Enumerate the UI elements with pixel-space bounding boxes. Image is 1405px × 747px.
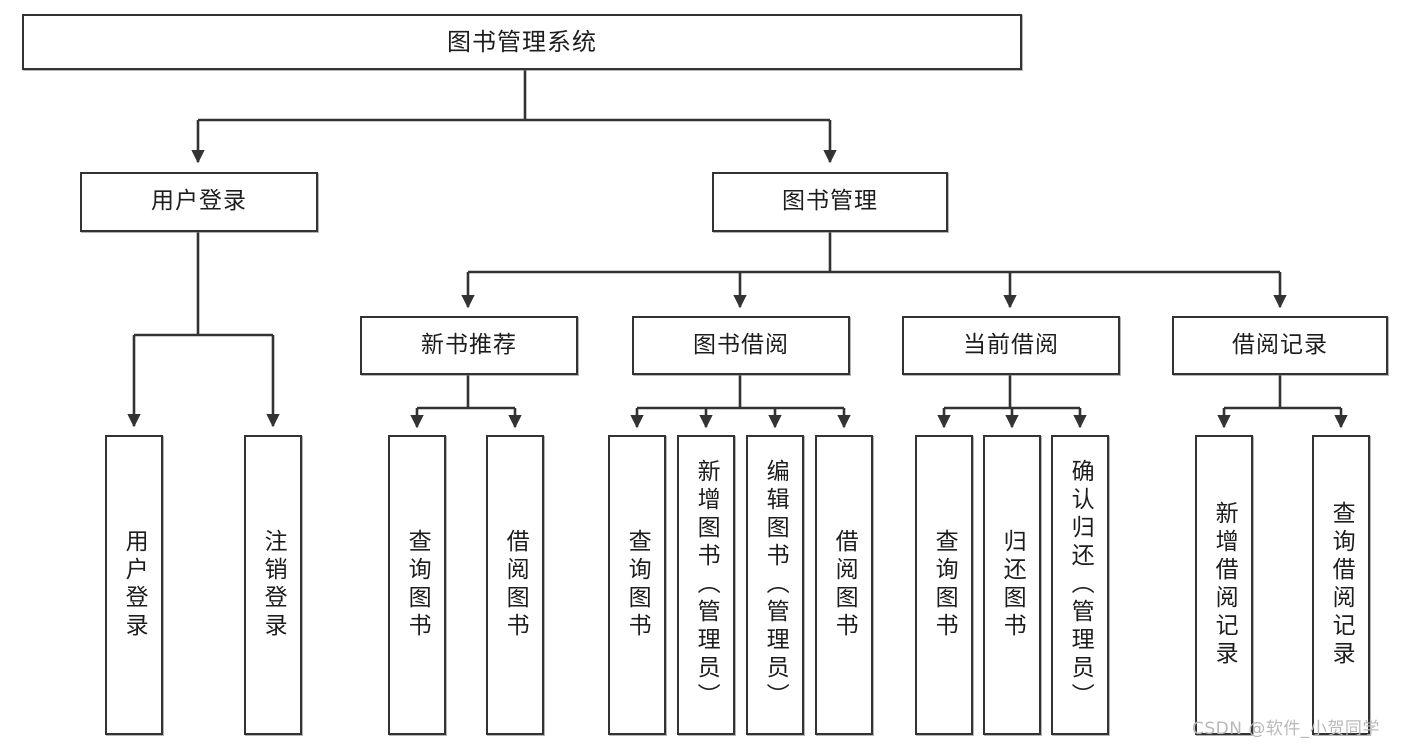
leaf-current-query-book-label: 查询图书 [931,529,958,641]
node-user-login-label: 用户登录 [151,188,247,215]
leaf-current-confirm-return-label: 确认归还（管理员） [1067,459,1094,711]
node-book-management[interactable]: 图书管理 [712,172,948,232]
node-borrow-record[interactable]: 借阅记录 [1172,316,1388,375]
leaf-user-login-signin[interactable]: 用户登录 [105,435,163,735]
leaf-current-return-book[interactable]: 归还图书 [983,435,1041,735]
node-root-system[interactable]: 图书管理系统 [22,14,1022,70]
leaf-record-add[interactable]: 新增借阅记录 [1195,435,1253,735]
node-root-system-label: 图书管理系统 [447,27,597,56]
leaf-borrow-borrow-book[interactable]: 借阅图书 [815,435,873,735]
leaf-current-confirm-return[interactable]: 确认归还（管理员） [1051,435,1109,735]
leaf-current-return-book-label: 归还图书 [999,529,1026,641]
node-book-borrow[interactable]: 图书借阅 [632,316,850,375]
leaf-new-book-borrow[interactable]: 借阅图书 [486,435,544,735]
leaf-borrow-query-book[interactable]: 查询图书 [608,435,666,735]
node-new-book-recommend[interactable]: 新书推荐 [360,316,578,375]
leaf-record-query-label: 查询借阅记录 [1328,501,1355,669]
node-current-borrow[interactable]: 当前借阅 [902,316,1120,375]
leaf-current-query-book[interactable]: 查询图书 [915,435,973,735]
node-book-management-label: 图书管理 [782,188,878,215]
node-user-login[interactable]: 用户登录 [80,172,318,232]
node-new-book-recommend-label: 新书推荐 [421,331,517,358]
node-current-borrow-label: 当前借阅 [963,331,1059,358]
leaf-borrow-edit-book-label: 编辑图书（管理员） [762,459,789,711]
leaf-record-query[interactable]: 查询借阅记录 [1312,435,1370,735]
leaf-new-book-query[interactable]: 查询图书 [388,435,446,735]
csdn-watermark: CSDN @软件_小贺同学 [1192,719,1380,739]
leaf-borrow-query-book-label: 查询图书 [624,529,651,641]
leaf-user-login-signin-label: 用户登录 [121,529,148,641]
leaf-borrow-add-book[interactable]: 新增图书（管理员） [677,435,735,735]
node-borrow-record-label: 借阅记录 [1232,331,1328,358]
leaf-new-book-borrow-label: 借阅图书 [502,529,529,641]
leaf-user-login-signout[interactable]: 注销登录 [244,435,302,735]
leaf-borrow-edit-book[interactable]: 编辑图书（管理员） [746,435,804,735]
leaf-user-login-signout-label: 注销登录 [260,529,287,641]
leaf-borrow-borrow-book-label: 借阅图书 [831,529,858,641]
leaf-borrow-add-book-label: 新增图书（管理员） [693,459,720,711]
leaf-new-book-query-label: 查询图书 [404,529,431,641]
leaf-record-add-label: 新增借阅记录 [1211,501,1238,669]
node-book-borrow-label: 图书借阅 [693,331,789,358]
